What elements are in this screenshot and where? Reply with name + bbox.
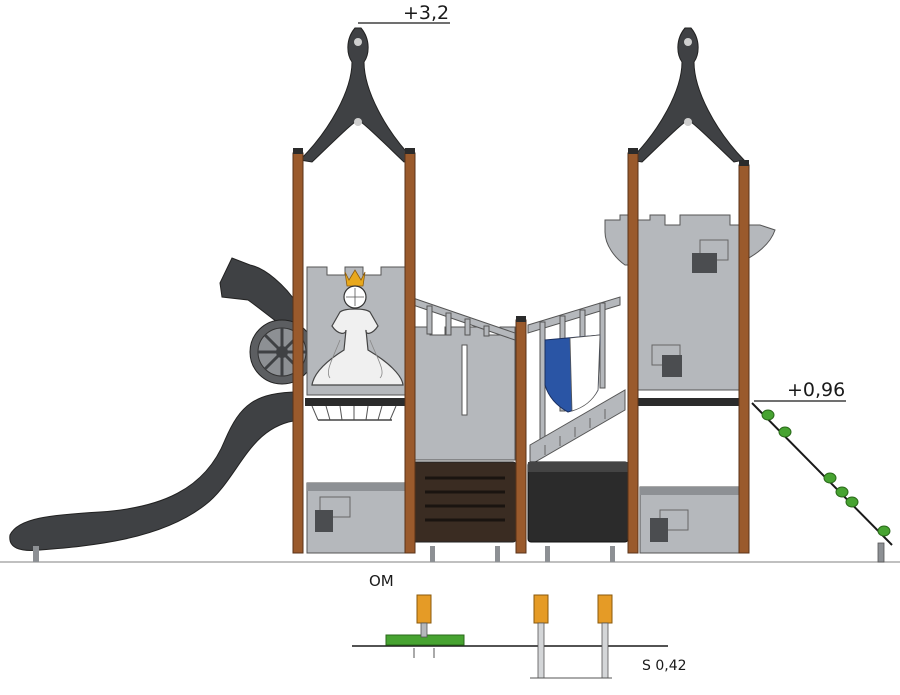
surface-mount-foundation <box>385 594 465 658</box>
base-feet <box>430 546 615 562</box>
climbing-grips <box>761 409 891 537</box>
om-legend-label: OM <box>369 572 394 590</box>
top-height-label: +3,2 <box>403 2 450 24</box>
left-spire-icon <box>298 27 415 163</box>
platform-height-label: +0,96 <box>787 379 846 401</box>
right-spire-icon <box>628 27 745 163</box>
shield-icon <box>544 334 601 413</box>
buried-foundation <box>530 594 613 679</box>
left-lower-panel <box>306 482 406 554</box>
slide-foot <box>33 546 39 562</box>
right-tower-panel <box>604 214 776 391</box>
princess-icon <box>311 269 404 386</box>
left-platform <box>305 398 407 406</box>
s-legend-label: S 0,42 <box>642 658 687 674</box>
climbing-slope <box>751 402 893 546</box>
slide-icon <box>9 391 301 551</box>
right-platform <box>636 398 748 406</box>
right-lower-panel <box>639 486 741 554</box>
center-lower-tunnel-left <box>411 461 517 543</box>
post-caps <box>293 148 749 322</box>
center-lower-tunnel-right <box>527 461 629 543</box>
center-wall <box>412 326 516 461</box>
